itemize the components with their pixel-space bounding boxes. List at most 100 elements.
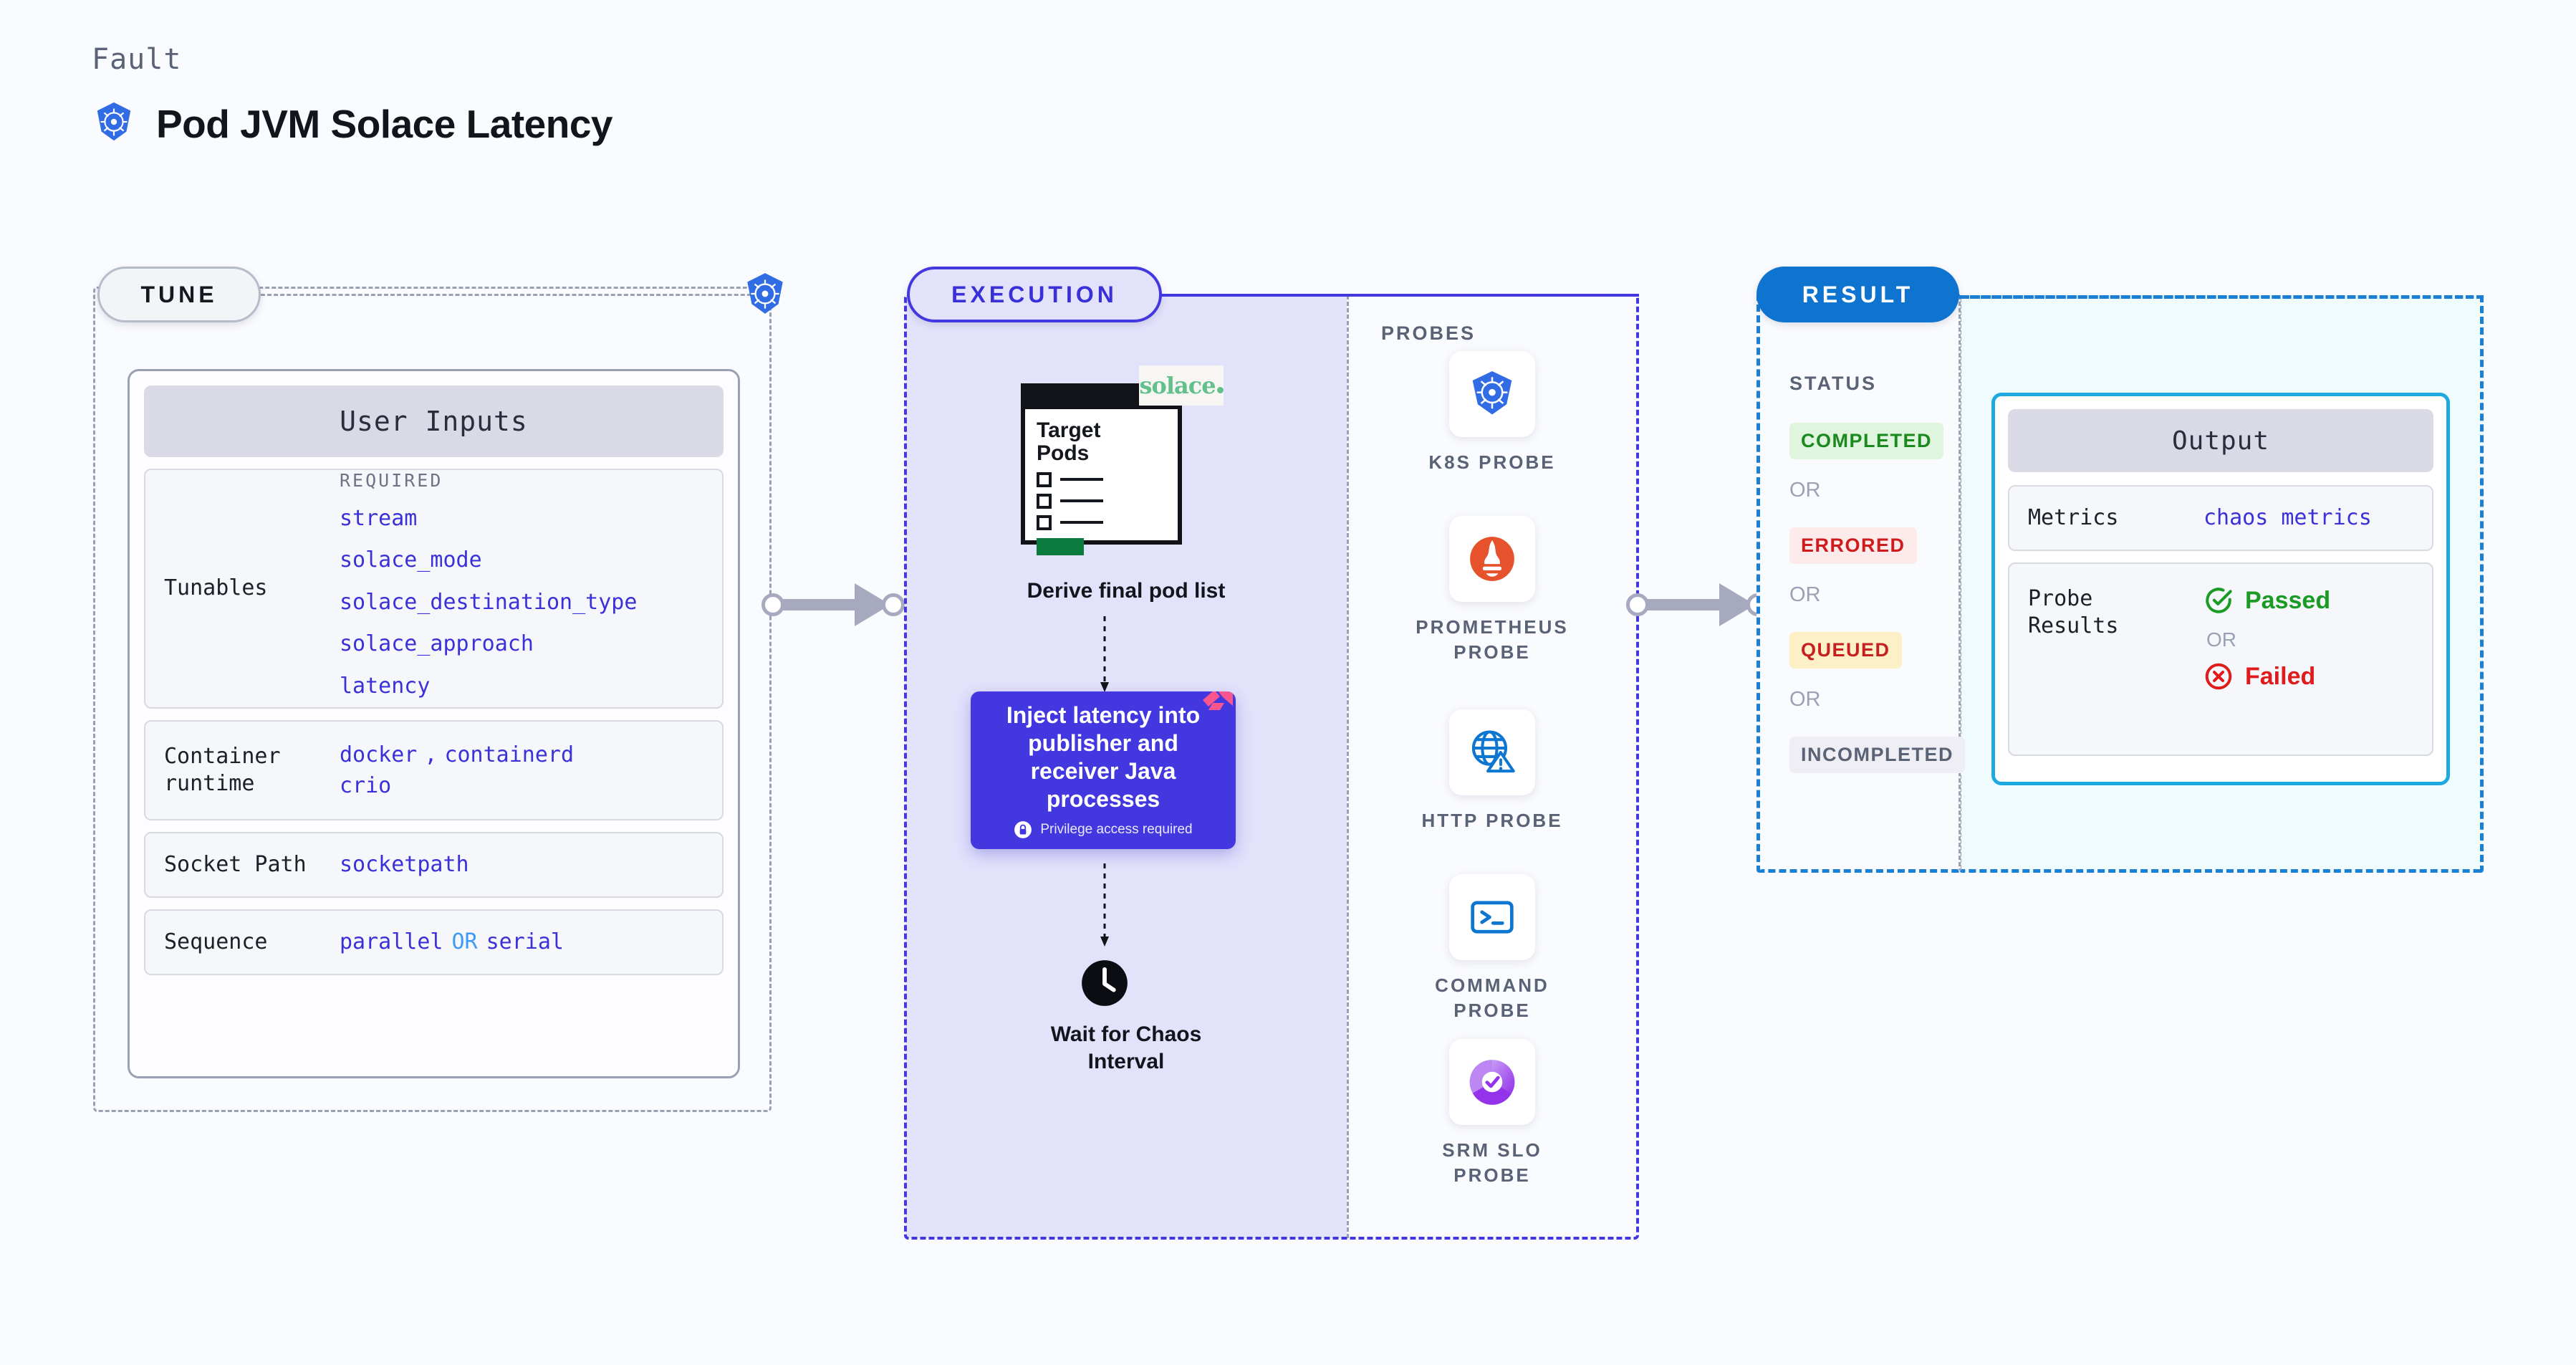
runtime-crio[interactable]: crio bbox=[340, 773, 392, 798]
x-circle-icon bbox=[2205, 663, 2232, 690]
probe-label: K8S PROBE bbox=[1428, 451, 1556, 473]
solace-logo: solace bbox=[1139, 365, 1224, 406]
status-or-3: OR bbox=[1789, 688, 1821, 711]
container-runtime-label: Container runtime bbox=[164, 743, 281, 796]
result-dashed-connector bbox=[1959, 295, 2484, 299]
container-runtime-row: Container runtime docker,containerd crio bbox=[144, 720, 724, 820]
probe-result-failed: Failed bbox=[2203, 661, 2413, 691]
title-row: Pod JVM Solace Latency bbox=[92, 100, 613, 148]
tunable-solace-mode[interactable]: solace_mode bbox=[340, 547, 482, 573]
socket-path-row: Socket Path socketpath bbox=[144, 832, 724, 898]
user-inputs-card: User Inputs Tunables REQUIRED stream sol… bbox=[128, 369, 740, 1078]
list-rule bbox=[1060, 478, 1103, 482]
solace-logo-dot bbox=[1216, 386, 1224, 393]
probe-k8s[interactable]: K8S PROBE bbox=[1417, 351, 1567, 475]
flow-arrow-down-icon bbox=[1100, 863, 1109, 947]
pods-list-item bbox=[1037, 514, 1166, 530]
tunables-row: Tunables REQUIRED stream solace_mode sol… bbox=[144, 469, 724, 709]
container-runtime-values: docker,containerd crio bbox=[340, 739, 703, 802]
user-inputs-title: User Inputs bbox=[144, 385, 724, 457]
check-circle-icon bbox=[2206, 588, 2232, 613]
flow-arrow-down-icon bbox=[1100, 616, 1109, 692]
connector-line bbox=[1636, 599, 1722, 610]
pods-list-item bbox=[1037, 493, 1166, 509]
passed-label: Passed bbox=[2245, 586, 2331, 614]
probe-command[interactable]: COMMAND PROBE bbox=[1417, 874, 1567, 1023]
tunables-values: REQUIRED stream solace_mode solace_desti… bbox=[340, 470, 703, 708]
privilege-note-text: Privilege access required bbox=[1040, 822, 1193, 838]
status-title: STATUS bbox=[1789, 373, 1877, 394]
failed-label: Failed bbox=[2245, 662, 2316, 690]
probe-label: COMMAND PROBE bbox=[1435, 974, 1549, 1022]
status-badge-incompleted: INCOMPLETED bbox=[1789, 737, 1966, 773]
tunable-stream[interactable]: stream bbox=[340, 505, 418, 531]
checkbox-icon bbox=[1037, 514, 1052, 530]
runtime-docker[interactable]: docker bbox=[340, 742, 418, 767]
result-status-panel bbox=[1756, 294, 1961, 873]
sequence-label: Sequence bbox=[164, 929, 268, 954]
kubernetes-icon bbox=[741, 271, 789, 318]
kubernetes-icon bbox=[1449, 351, 1535, 437]
pods-list-item bbox=[1037, 471, 1166, 487]
status-badge-errored: ERRORED bbox=[1789, 527, 1917, 564]
wait-for-chaos-interval-label: Wait for Chaos Interval bbox=[1050, 1022, 1202, 1074]
pods-progress-bar bbox=[1037, 537, 1084, 555]
page-title: Pod JVM Solace Latency bbox=[156, 102, 613, 146]
probe-prometheus[interactable]: PROMETHEUS PROBE bbox=[1416, 516, 1569, 665]
tunable-latency[interactable]: latency bbox=[340, 673, 431, 699]
probe-results-or: OR bbox=[2206, 628, 2236, 651]
tunable-solace-approach[interactable]: solace_approach bbox=[340, 631, 534, 657]
prometheus-icon bbox=[1449, 516, 1535, 602]
socket-path-value[interactable]: socketpath bbox=[340, 852, 469, 877]
execution-dashed-connector bbox=[1162, 294, 1639, 297]
sequence-row: Sequence parallel OR serial bbox=[144, 909, 724, 975]
terminal-icon bbox=[1449, 874, 1535, 960]
probe-http[interactable]: HTTP PROBE bbox=[1417, 709, 1567, 833]
probe-label: HTTP PROBE bbox=[1421, 810, 1563, 831]
page-header: Fault Pod JVM Solace Latency bbox=[92, 43, 613, 148]
connector-dot-end bbox=[882, 593, 905, 616]
inject-latency-card: Inject latency into publisher and receiv… bbox=[971, 691, 1236, 849]
list-rule bbox=[1060, 521, 1103, 525]
probe-srm-slo[interactable]: SRM SLO PROBE bbox=[1417, 1039, 1567, 1188]
probe-label: PROMETHEUS PROBE bbox=[1416, 616, 1569, 664]
metrics-value[interactable]: chaos metrics bbox=[2203, 505, 2372, 530]
tunables-label: Tunables bbox=[164, 575, 268, 601]
connector-execution-to-result bbox=[1626, 583, 1769, 626]
eyebrow-label: Fault bbox=[92, 43, 182, 76]
inject-latency-text: Inject latency into publisher and receiv… bbox=[1006, 701, 1201, 813]
solace-logo-text: solace bbox=[1139, 372, 1216, 399]
status-badge-queued: QUEUED bbox=[1789, 632, 1902, 669]
sequence-separator: OR bbox=[451, 929, 478, 954]
derive-pod-list-label: Derive final pod list bbox=[1027, 579, 1226, 603]
tunable-solace-destination-type[interactable]: solace_destination_type bbox=[340, 589, 638, 615]
privilege-note: Privilege access required bbox=[1014, 820, 1193, 839]
metrics-label: Metrics bbox=[2028, 504, 2119, 530]
result-badge[interactable]: RESULT bbox=[1756, 267, 1959, 322]
status-badge-completed: COMPLETED bbox=[1789, 423, 1944, 459]
socket-path-values: socketpath bbox=[340, 854, 703, 876]
tune-badge[interactable]: TUNE bbox=[97, 267, 261, 322]
probe-results-values: Passed OR Failed bbox=[2203, 585, 2413, 691]
list-rule bbox=[1060, 499, 1103, 503]
globe-warning-icon bbox=[1449, 709, 1535, 795]
checkbox-icon bbox=[1037, 493, 1052, 509]
lock-icon bbox=[1014, 821, 1032, 838]
runtime-containerd[interactable]: containerd bbox=[444, 742, 575, 767]
status-or-2: OR bbox=[1789, 583, 1821, 606]
probe-label: SRM SLO PROBE bbox=[1442, 1139, 1542, 1187]
sequence-values: parallel OR serial bbox=[340, 931, 703, 953]
probe-result-passed: Passed bbox=[2203, 585, 2413, 616]
probes-title: PROBES bbox=[1381, 322, 1476, 344]
execution-badge[interactable]: EXECUTION bbox=[907, 267, 1162, 322]
chaos-ribbon-icon bbox=[1203, 691, 1233, 710]
sequence-serial[interactable]: serial bbox=[486, 929, 564, 954]
output-title: Output bbox=[2008, 409, 2433, 472]
status-or-1: OR bbox=[1789, 479, 1821, 502]
target-pods-title: Target Pods bbox=[1037, 418, 1101, 466]
sequence-parallel[interactable]: parallel bbox=[340, 929, 443, 954]
connector-line bbox=[772, 599, 857, 610]
